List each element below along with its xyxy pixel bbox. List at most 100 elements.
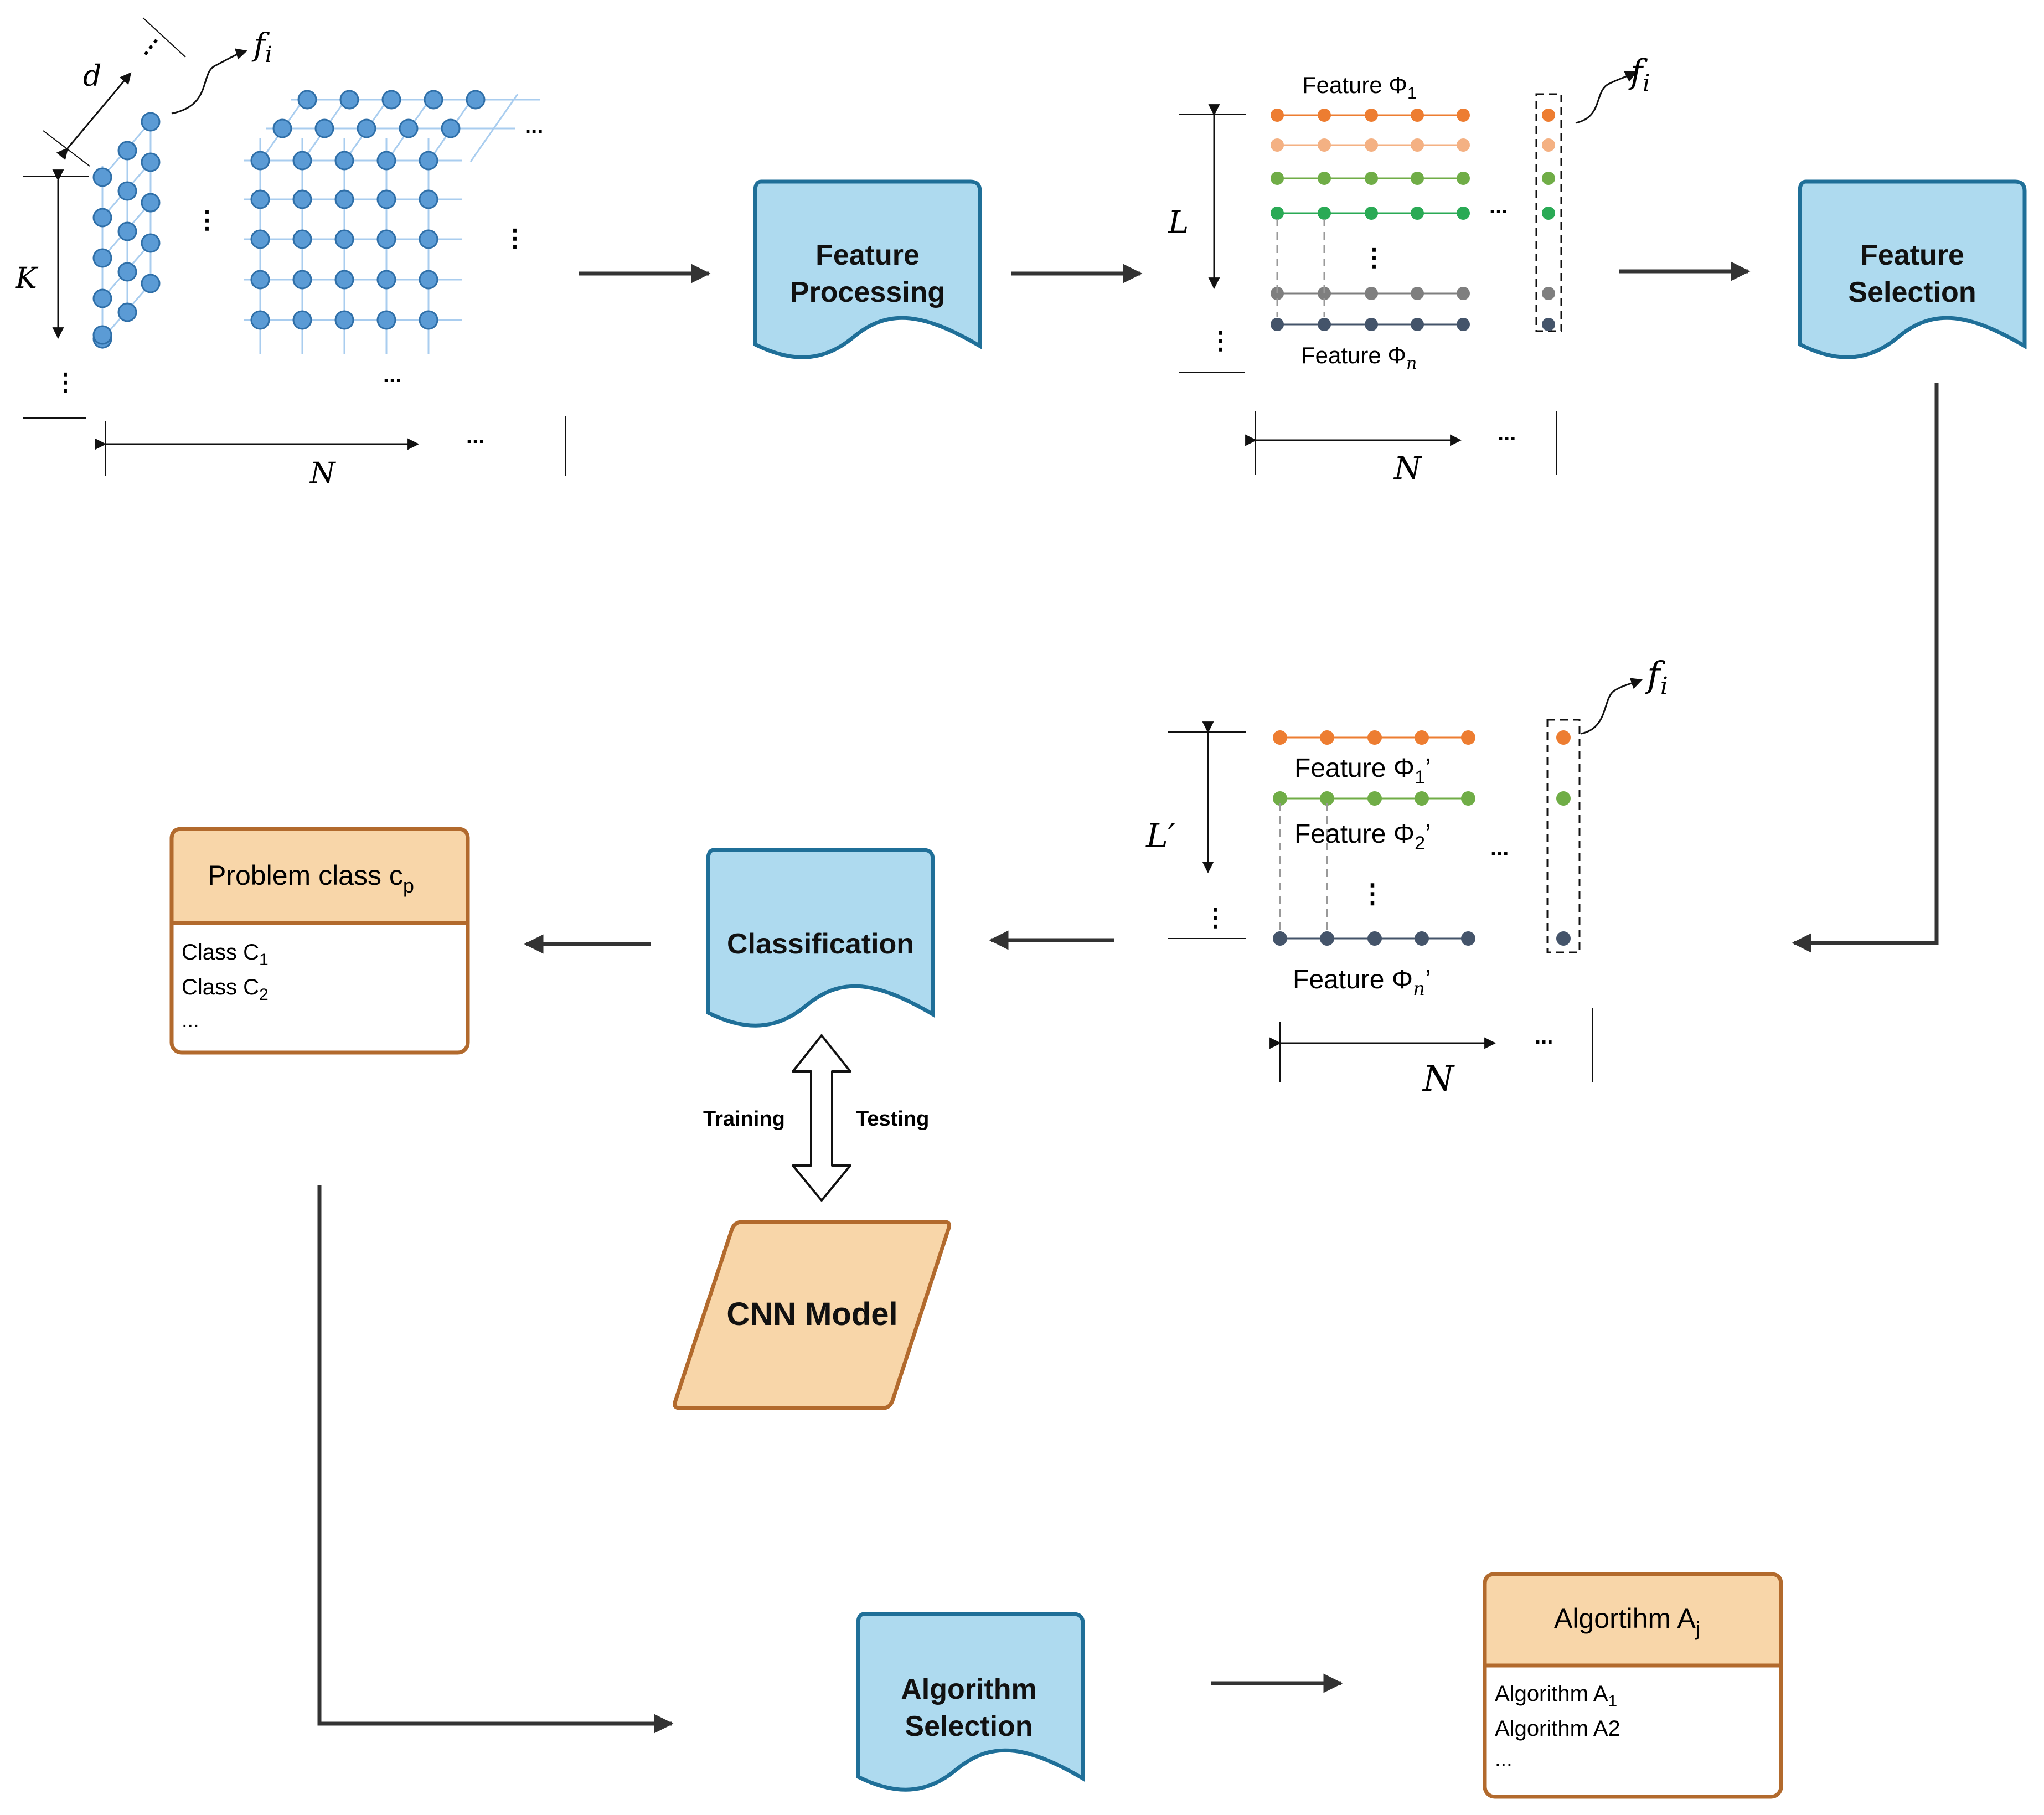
feature-node bbox=[1367, 791, 1382, 806]
n-label-top: N bbox=[1393, 451, 1422, 487]
tensor-node bbox=[141, 274, 161, 293]
feature-selection-line2: Selection bbox=[1848, 276, 1976, 308]
feature-node bbox=[1457, 318, 1470, 331]
fi-callout-bottom bbox=[1581, 678, 1643, 735]
selected-feature-node bbox=[1542, 287, 1555, 300]
connector-selection-to-features-bottom bbox=[1792, 383, 1939, 953]
feature-node bbox=[1415, 791, 1429, 806]
tensor-node bbox=[292, 229, 312, 249]
feature-node bbox=[1461, 730, 1475, 745]
algorithm-more: ... bbox=[1495, 1748, 1513, 1771]
testing-label: Testing bbox=[856, 1107, 929, 1131]
fi-callout-arrow bbox=[171, 48, 248, 115]
tensor-node bbox=[292, 310, 312, 330]
tensor-node bbox=[250, 151, 270, 171]
tensor-node bbox=[117, 262, 137, 282]
problem-class-title: Problem class cp bbox=[208, 860, 414, 897]
classification-label: Classification bbox=[727, 928, 914, 960]
selected-feature-node bbox=[1542, 172, 1555, 185]
tensor-node bbox=[250, 270, 270, 290]
tensor-node bbox=[334, 151, 354, 171]
l-prime-label: L′ bbox=[1145, 817, 1176, 855]
feature-node bbox=[1411, 318, 1424, 331]
feature-processing-line1: Feature bbox=[815, 239, 920, 271]
training-testing-double-arrow bbox=[792, 1034, 851, 1202]
class-item-2: Class C2 bbox=[182, 975, 269, 1004]
feature-node bbox=[1271, 287, 1284, 300]
tensor-right-vdots: ⋮ bbox=[503, 225, 527, 252]
fi-label-top: fi bbox=[1628, 53, 1650, 96]
tensor-mid-vdots: ⋮ bbox=[195, 207, 219, 234]
feature-matrix-top: Feature Φ1 Feature Φn ⋮ ... L ⋮ N ... fi bbox=[1168, 53, 1650, 487]
tensor-node bbox=[297, 90, 317, 110]
tensor-node bbox=[419, 189, 438, 209]
tensor-node bbox=[250, 189, 270, 209]
grid-line bbox=[469, 94, 519, 162]
feature-rows-bottom bbox=[1273, 730, 1475, 946]
features-bottom-ellipsis: ... bbox=[1490, 836, 1509, 860]
feature-node bbox=[1320, 931, 1334, 946]
fi-label-bottom: fi bbox=[1645, 654, 1668, 700]
feature-node bbox=[1461, 791, 1475, 806]
tensor-node bbox=[376, 270, 396, 290]
selected-column-box-top bbox=[1535, 93, 1562, 332]
n-label: N bbox=[309, 457, 336, 490]
training-label: Training bbox=[703, 1107, 785, 1131]
selected-feature-node bbox=[1542, 318, 1555, 331]
feature-node bbox=[1457, 172, 1470, 185]
feature-node bbox=[1271, 138, 1284, 152]
selected-feature-node bbox=[1556, 791, 1571, 806]
feature-node bbox=[1318, 138, 1331, 152]
tensor-node bbox=[424, 90, 443, 110]
feature-node bbox=[1457, 109, 1470, 122]
tensor-node bbox=[250, 229, 270, 249]
tensor-node bbox=[141, 152, 161, 172]
classification-box: Classification bbox=[706, 848, 935, 1028]
feature-node bbox=[1271, 207, 1284, 220]
feature-node bbox=[1271, 172, 1284, 185]
tensor-node bbox=[141, 193, 161, 213]
tensor-node bbox=[92, 325, 112, 345]
algorithm-item-1: Algorithm A1 bbox=[1495, 1682, 1617, 1710]
feature-node bbox=[1271, 109, 1284, 122]
tensor-node bbox=[334, 270, 354, 290]
l-label: L bbox=[1168, 204, 1189, 240]
feature-node bbox=[1415, 730, 1429, 745]
n-label-bottom: N bbox=[1422, 1059, 1455, 1100]
selected-feature-node bbox=[1542, 109, 1555, 122]
algorithm-selection-line1: Algorithm bbox=[901, 1673, 1037, 1705]
cnn-model-box: CNN Model bbox=[673, 1220, 951, 1410]
feature-matrix-bottom: Feature Φ1’ Feature Φ2’ Feature Φn’ ⋮ ..… bbox=[1145, 654, 1668, 1100]
tensor-node bbox=[117, 221, 137, 241]
selected-column-nodes-bottom bbox=[1556, 730, 1571, 946]
tensor-node bbox=[141, 233, 161, 253]
tensor-node bbox=[314, 118, 334, 138]
feature-node bbox=[1457, 138, 1470, 152]
d-start-tick bbox=[43, 130, 90, 167]
features-bottom-mid-vdots: ⋮ bbox=[1359, 879, 1386, 909]
feature-node bbox=[1367, 931, 1382, 946]
feature-node bbox=[1365, 207, 1378, 220]
selected-column-box-bottom bbox=[1546, 719, 1581, 953]
feature-node bbox=[1457, 207, 1470, 220]
feature-node bbox=[1365, 318, 1378, 331]
feature-node bbox=[1461, 931, 1475, 946]
tensor-node bbox=[419, 151, 438, 171]
tensor-node bbox=[92, 288, 112, 308]
tensor-node bbox=[292, 270, 312, 290]
feature-processing-box: Feature Processing bbox=[753, 179, 982, 359]
tensor-top-ellipsis: ... bbox=[525, 114, 543, 138]
tensor-node bbox=[334, 310, 354, 330]
d-end-tick bbox=[142, 17, 186, 58]
selected-feature-node bbox=[1542, 138, 1555, 152]
tensor-node bbox=[441, 118, 461, 138]
feature-node bbox=[1320, 730, 1334, 745]
input-tensor: K ⋮ d ⋮ fi N ... ⋮ ⋮ ... ... bbox=[15, 17, 566, 490]
tensor-node bbox=[376, 229, 396, 249]
k-label: K bbox=[15, 262, 39, 295]
feature-node bbox=[1365, 138, 1378, 152]
tensor-node bbox=[399, 118, 419, 138]
selected-feature-node bbox=[1556, 931, 1571, 946]
tensor-node bbox=[376, 189, 396, 209]
